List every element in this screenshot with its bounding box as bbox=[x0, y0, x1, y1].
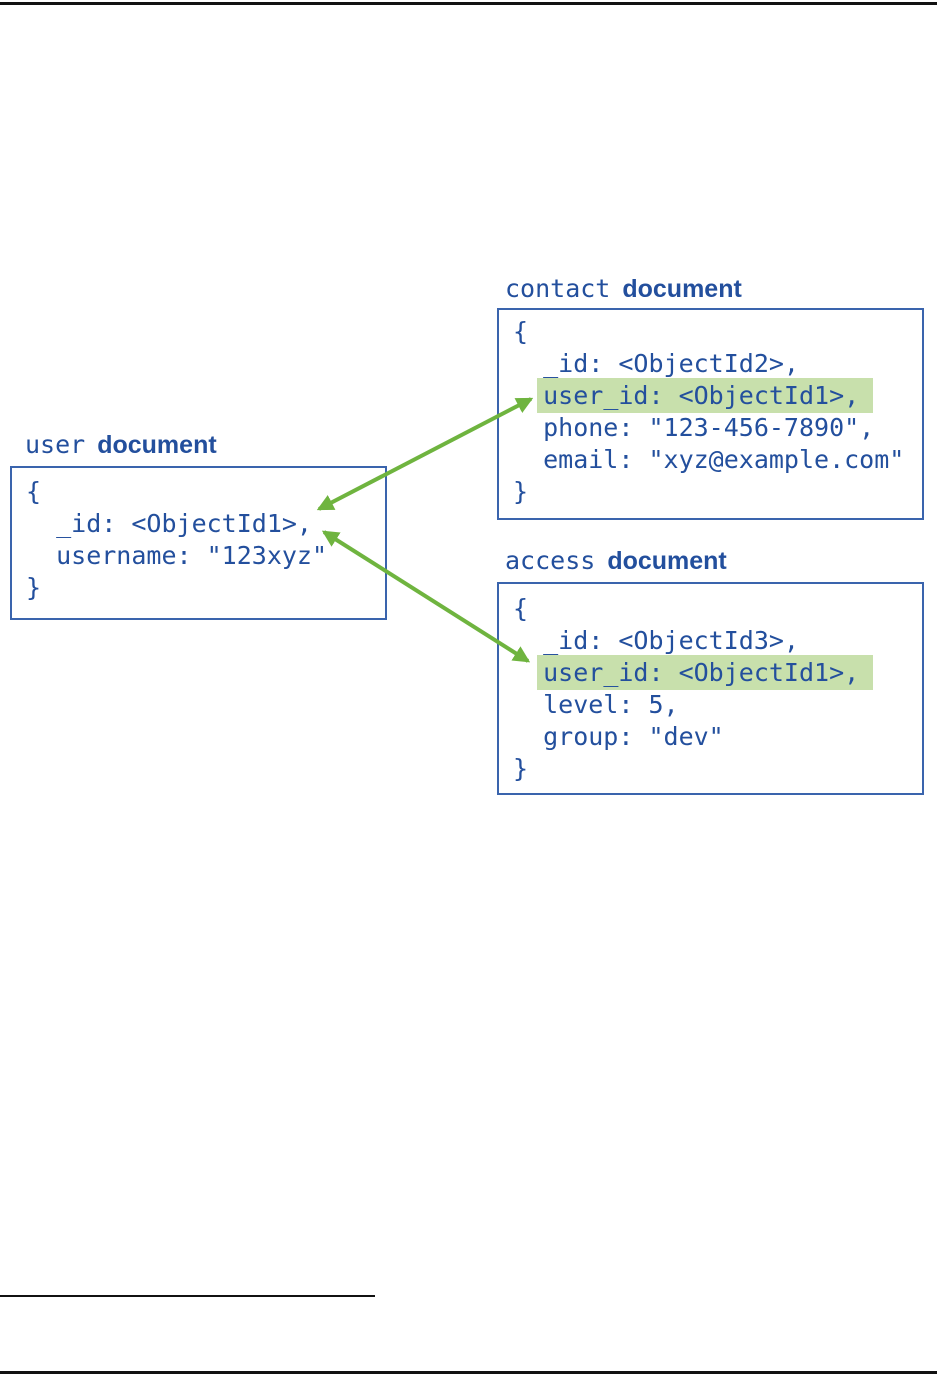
code-line: } bbox=[26, 573, 42, 602]
user-id-highlight: user_id: <ObjectId1>, bbox=[537, 378, 874, 413]
access-document-label: access document bbox=[505, 546, 727, 576]
user-document-box: { _id: <ObjectId1>, username: "123xyz" } bbox=[10, 466, 387, 620]
code-line: } bbox=[513, 754, 529, 783]
code-line-user-id: user_id: <ObjectId1>, bbox=[513, 655, 922, 690]
user-id-highlight: user_id: <ObjectId1>, bbox=[537, 655, 874, 690]
code-line: email: "xyz@example.com" bbox=[513, 445, 905, 474]
code-line-user-id: user_id: <ObjectId1>, bbox=[513, 378, 922, 413]
code-line: _id: <ObjectId3>, bbox=[513, 626, 799, 655]
code-line: { bbox=[26, 477, 42, 506]
code-line: phone: "123-456-7890", bbox=[513, 413, 875, 442]
collection-name-access: access bbox=[505, 546, 596, 575]
code-line: level: 5, bbox=[513, 690, 679, 719]
code-line: _id: <ObjectId2>, bbox=[513, 349, 799, 378]
contact-document-box: { _id: <ObjectId2>, user_id: <ObjectId1>… bbox=[497, 308, 924, 520]
collection-name-contact: contact bbox=[505, 274, 611, 303]
code-line: username: "123xyz" bbox=[26, 541, 328, 570]
code-line: _id: <ObjectId1>, bbox=[26, 509, 312, 538]
user-document-label: user document bbox=[25, 430, 217, 460]
document-word: document bbox=[607, 547, 727, 575]
code-line: group: "dev" bbox=[513, 722, 724, 751]
document-word: document bbox=[622, 275, 742, 303]
code-line: } bbox=[513, 477, 529, 506]
access-document-box: { _id: <ObjectId3>, user_id: <ObjectId1>… bbox=[497, 582, 924, 795]
footnote-separator-rule bbox=[0, 1295, 375, 1297]
page-top-rule bbox=[0, 2, 937, 5]
code-line: { bbox=[513, 317, 529, 346]
page-bottom-rule bbox=[0, 1371, 937, 1374]
contact-document-label: contact document bbox=[505, 274, 742, 304]
code-line: { bbox=[513, 594, 529, 623]
document-word: document bbox=[97, 431, 217, 459]
collection-name-user: user bbox=[25, 430, 86, 459]
